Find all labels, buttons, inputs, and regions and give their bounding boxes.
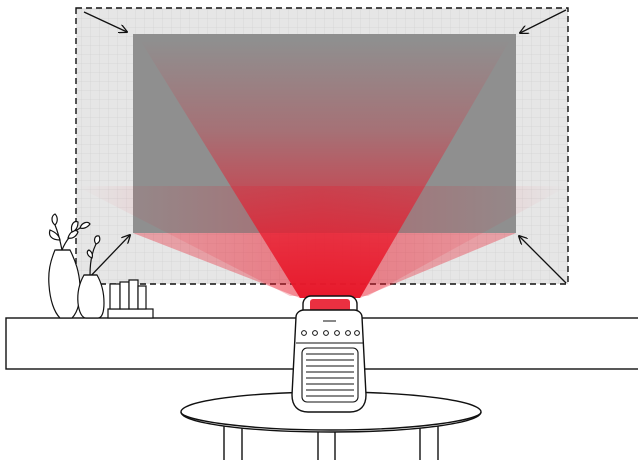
vase-with-branches-icon (48, 213, 91, 319)
projector-icon (291, 295, 367, 413)
projector-light-beam (76, 40, 568, 298)
corner-arrow-icon (83, 9, 567, 284)
book-stack-icon (107, 279, 154, 319)
small-vase-with-flower-icon (77, 235, 105, 319)
